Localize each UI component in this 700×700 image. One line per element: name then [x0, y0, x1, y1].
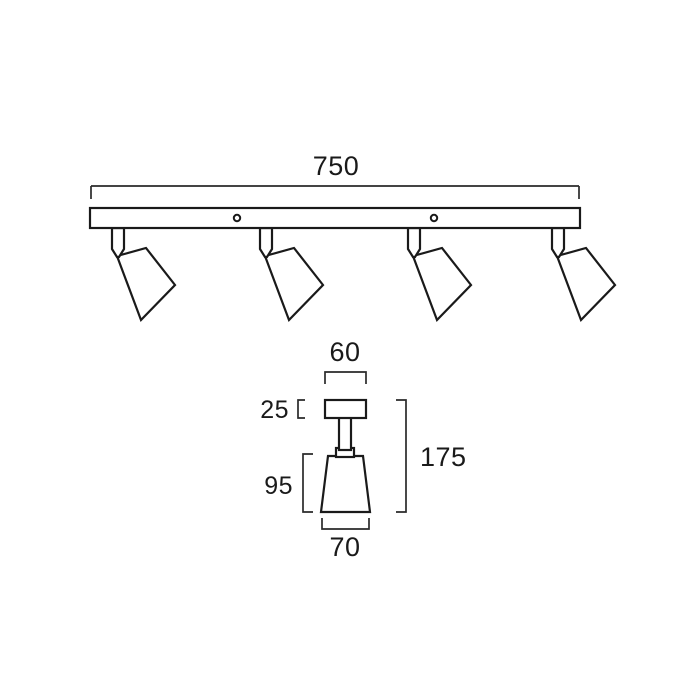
dimension-overall-width-750: [90, 185, 580, 199]
spotlight-stem-2: [258, 226, 274, 259]
dimension-label-750: 750: [313, 151, 360, 181]
spotlight-heads-group: [115, 246, 617, 323]
detail-lamp-body: [319, 454, 372, 514]
spotlight-stems-group: [110, 226, 566, 259]
dimension-line-25: [297, 399, 305, 419]
spotlight-stem-4: [550, 226, 566, 259]
spotlight-head-1-body: [115, 246, 177, 323]
detail-ceiling-plate: [323, 398, 368, 420]
dimension-label-60: 60: [329, 337, 360, 367]
single-head-detail-view: 60 25 95 175 70: [260, 337, 466, 562]
detail-lamp-stem: [337, 415, 353, 452]
spotlight-head-4: [555, 246, 617, 323]
dimension-line-70: [321, 518, 370, 530]
mount-hole-2-icon: [429, 213, 439, 223]
spotlight-head-4-body: [555, 246, 617, 323]
dimension-label-25: 25: [260, 396, 289, 424]
dimension-plate-height-25: 25: [260, 396, 305, 424]
dimension-line-95: [302, 453, 313, 513]
dimension-line-60: [324, 371, 367, 384]
spotlight-stem-3: [406, 226, 422, 259]
dimension-line-750: [90, 185, 580, 199]
dimension-body-width-70: 70: [321, 518, 370, 562]
spotlight-head-2-body: [263, 246, 325, 323]
spotlight-head-3-body: [411, 246, 473, 323]
dimension-label-95: 95: [264, 472, 293, 500]
spotlight-head-1: [115, 246, 177, 323]
dimension-line-175: [396, 399, 407, 513]
front-elevation-view: 750: [88, 151, 617, 323]
mounting-bar: [88, 206, 582, 230]
dimension-label-175: 175: [420, 442, 467, 472]
dimension-label-70: 70: [329, 532, 360, 562]
spotlight-stem-1: [110, 226, 126, 259]
spotlight-head-3: [411, 246, 473, 323]
mount-hole-1-icon: [232, 213, 242, 223]
dimension-plate-width-60: 60: [324, 337, 367, 384]
dimension-body-height-95: 95: [264, 453, 313, 513]
spotlight-head-2: [263, 246, 325, 323]
dimension-total-height-175: 175: [396, 399, 467, 513]
